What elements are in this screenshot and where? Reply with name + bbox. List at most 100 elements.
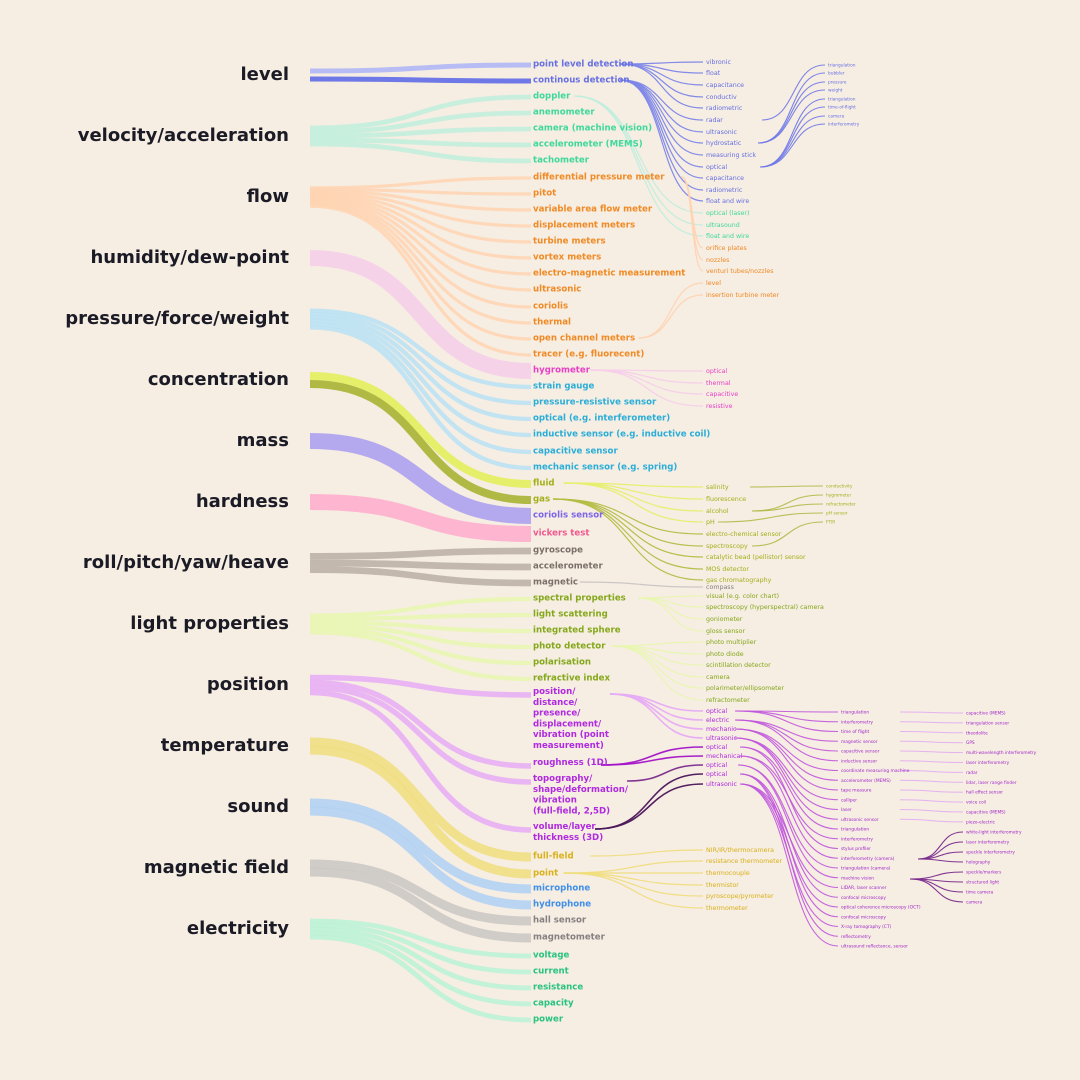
item-current: current <box>533 967 569 977</box>
method-piezo-electric: piezo-electric <box>966 819 996 825</box>
connector-electricity-capacity <box>309 930 532 1007</box>
connector-sound-hydrophone <box>309 806 532 910</box>
connector-l2-hygrometer-thermal <box>590 369 704 384</box>
item-roughness-1d: roughness (1D) <box>533 758 608 768</box>
detail-hygrometer: hygrometer <box>826 493 851 499</box>
connector-l3-level-5 <box>759 106 826 168</box>
connector-flow-open-channel-meters <box>309 202 532 341</box>
detail-bubbler: bubbler <box>828 71 845 77</box>
connector-l3-position-14 <box>739 746 839 850</box>
connector-sound-microphone <box>309 798 532 894</box>
connector-l4a-6 <box>899 770 964 773</box>
connector-flow-tracer-e-g-fluorecent <box>309 204 532 357</box>
connector-l4a-4 <box>899 750 964 754</box>
connector-position-topography-shape-deformation-vibration-full-field-2-5d <box>309 684 532 785</box>
subitem-alcohol: alcohol <box>706 508 729 515</box>
item-accelerometer-mems: accelerometer (MEMS) <box>533 140 643 150</box>
connector-layer <box>309 61 964 1023</box>
subitem-radiometric: radiometric <box>706 105 743 112</box>
connector-l4a-1 <box>899 721 964 724</box>
category-label-magnetic: magnetic field <box>144 857 289 878</box>
connector-l2-gas-gas-chromatography <box>553 498 704 581</box>
item-anemometer: anemometer <box>533 108 595 118</box>
method-camera: camera <box>966 900 983 906</box>
connector-l4b-1 <box>917 841 964 860</box>
subitem-orifice-plates: orifice plates <box>706 245 747 252</box>
connector-flow-ultrasonic <box>309 197 532 292</box>
connector-l2-point-thermometer <box>563 872 704 909</box>
connector-electricity-resistance <box>309 926 532 991</box>
connector-light-light-scattering <box>309 612 532 622</box>
connector-roll-accelerometer <box>309 559 532 571</box>
detail-laser: laser <box>841 807 852 813</box>
subitem-optical-laser: optical (laser) <box>706 210 749 217</box>
connector-l2-topography-shape-deforma-optical <box>626 764 704 782</box>
connector-flow-vortex-meters <box>309 194 532 260</box>
connector-pressure-capacitive-sensor <box>309 321 532 455</box>
subitem-photo-multiplier: photo multiplier <box>706 639 757 646</box>
connector-l4b-3 <box>917 858 964 863</box>
method-hall-effect-sensor: hall effect sensor <box>966 790 1003 796</box>
connector-l2-fluid-ph <box>563 482 704 523</box>
item-continous-detection: continous detection <box>533 76 630 86</box>
connector-position-position-distance-presence-displacement-vibration-point-measurement <box>309 674 532 698</box>
detail-conductivity: conductivity <box>826 484 853 490</box>
connector-temperature-point <box>309 745 532 879</box>
connector-l3-position-24 <box>739 783 839 947</box>
connector-l3-level-3 <box>757 89 826 144</box>
connector-roll-gyroscope <box>309 547 532 560</box>
item-resistance: resistance <box>533 983 583 993</box>
connector-l3-concentration-1 <box>751 494 824 512</box>
method-speckle-markers: speckle/markers <box>966 870 1002 876</box>
subitem-fluorescence: fluorescence <box>706 496 746 503</box>
connector-l4a-0 <box>899 711 964 714</box>
connector-l3-position-2 <box>734 710 839 733</box>
item-open-channel-meters: open channel meters <box>533 334 635 344</box>
connector-l2-open-channel-meters-insertion-turbine-meter <box>638 294 704 339</box>
subitem-ph: pH <box>706 519 715 526</box>
method-laser-interferometry: laser interferometry <box>966 760 1010 766</box>
connector-l3-level-7 <box>759 123 826 168</box>
category-label-level: level <box>241 64 290 85</box>
connector-l3-position-4 <box>734 719 839 752</box>
item-voltage: voltage <box>533 951 570 961</box>
item-vortex-meters: vortex meters <box>533 253 601 263</box>
category-label-position: position <box>207 674 289 695</box>
detail-triangulation: triangulation <box>841 827 869 833</box>
subitem-optical: optical <box>706 708 727 715</box>
detail-x-ray-tomography-ct: X-ray tomography (CT) <box>841 924 892 930</box>
connector-level-continous-detection <box>309 76 532 84</box>
category-label-sound: sound <box>227 796 289 817</box>
item-thermal: thermal <box>533 318 571 328</box>
method-triangulation-sensor: triangulation sensor <box>966 720 1009 726</box>
connector-l3-position-17 <box>737 764 839 879</box>
item-microphone: microphone <box>533 884 590 894</box>
subitem-vibronic: vibronic <box>706 59 732 66</box>
subitem-float-and-wire: float and wire <box>706 233 749 240</box>
subitem-nozzles: nozzles <box>706 257 729 264</box>
category-label-mass: mass <box>237 430 289 451</box>
detail-lidar-laser-scanner: LIDAR, laser scanner <box>841 885 887 891</box>
detail-tape-measure: tape measure <box>841 788 872 794</box>
connector-l2-photo-detector-polarimeter-ellipsometer <box>611 645 704 689</box>
subitem-capacitance: capacitance <box>706 82 744 89</box>
subitem-ultrasonic: ultrasonic <box>706 129 738 136</box>
subitem-mechanic: mechanic <box>706 726 737 733</box>
detail-reflectometry: reflectometry <box>841 934 871 940</box>
item-electro-magnetic-measurement: electro-magnetic measurement <box>533 269 685 279</box>
connector-l2-point-resistance-thermometer <box>563 860 704 874</box>
connector-concentration-gas <box>309 380 532 504</box>
connector-l3-concentration-2 <box>751 503 824 512</box>
subitem-salinity: salinity <box>706 484 729 491</box>
connector-l2-spectral-properties-gloss-sensor <box>638 597 704 632</box>
item-vickers-test: vickers test <box>533 529 589 539</box>
connector-pressure-optical-e-g-interferometer <box>309 315 532 422</box>
detail-confocal-microscopy: confocal microscopy <box>841 914 886 920</box>
method-multi-wavelength-interferometry: multi-wavelength interferometry <box>966 750 1037 756</box>
subitem-venturi-tubes-nozzles: venturi tubes/nozzles <box>706 268 773 275</box>
item-ultrasonic: ultrasonic <box>533 285 581 295</box>
category-label-temperature: temperature <box>161 735 289 756</box>
subitem-electro-chemical-sensor: electro-chemical sensor <box>706 531 782 538</box>
subitem-thermocouple: thermocouple <box>706 870 750 877</box>
category-label-pressure: pressure/force/weight <box>65 308 289 329</box>
